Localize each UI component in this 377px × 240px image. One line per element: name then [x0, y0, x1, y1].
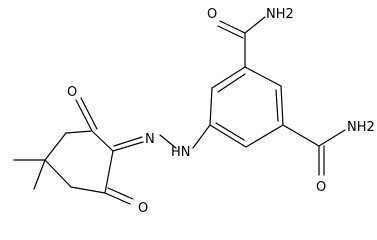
amide-top	[217, 16, 266, 68]
bond-c2-c3	[65, 130, 93, 134]
bond-nh-ring	[192, 124, 211, 149]
bond-c-o-amide-top-double	[217, 25, 244, 39]
benzene-double-3	[215, 122, 245, 141]
atom-label-nh2-bottom: NH2	[347, 120, 375, 135]
atom-label-o-amide-bottom: O	[316, 180, 326, 195]
bond-c-n-amide-top	[244, 16, 266, 34]
benzene-double-2	[275, 89, 279, 122]
benzene-bond-5	[245, 124, 284, 148]
benzene-bond-4	[280, 85, 284, 126]
benzene-ring	[209, 66, 284, 148]
bond-ring-c-amide-bottom	[282, 124, 320, 147]
benzene-bond-6	[209, 124, 247, 148]
gem-dimethyl	[13, 159, 46, 190]
atom-label-o-ring-top: O	[67, 85, 77, 100]
bond-c5-c6	[70, 186, 106, 194]
bond-c1-n-double	[113, 136, 143, 147]
bond-c6-o-bottom-double	[107, 187, 134, 200]
atom-labels: O O N HN O NH2 O NH2	[67, 7, 375, 216]
bond-c-o-amide-top	[219, 20, 246, 34]
benzene-bond-2	[211, 66, 246, 89]
cyclohexanedione-ring	[44, 130, 114, 194]
benzene-double-1	[217, 73, 246, 93]
bond-c6-c1	[104, 150, 114, 194]
ring-carbonyls	[75, 97, 134, 205]
atom-label-nh: HN	[171, 145, 191, 160]
amide-bottom	[282, 124, 346, 176]
atom-label-nh2-top: NH2	[266, 7, 294, 22]
bond-c1-c2	[91, 130, 114, 152]
bond-c2-o-top	[75, 99, 93, 132]
benzene-bond-3	[244, 66, 282, 87]
bond-methyl-2	[33, 159, 46, 190]
chemical-structure-diagram: O O N HN O NH2 O NH2	[13, 7, 375, 216]
bond-c4-c5	[44, 159, 72, 188]
atom-label-o-ring-bottom: O	[138, 201, 148, 216]
benzene-bond-1	[209, 87, 213, 126]
atom-label-o-amide-top: O	[207, 7, 217, 22]
hydrazone-linkage	[112, 124, 211, 152]
bond-c6-o-bottom	[104, 192, 131, 205]
bond-c-n-amide-bottom	[318, 129, 346, 147]
bond-c1-n	[112, 141, 144, 152]
bond-c3-c4	[44, 132, 67, 161]
atom-label-n-azo: N	[145, 132, 155, 147]
bond-n-nh	[159, 134, 177, 149]
bond-c2-o-top-double	[80, 97, 98, 130]
